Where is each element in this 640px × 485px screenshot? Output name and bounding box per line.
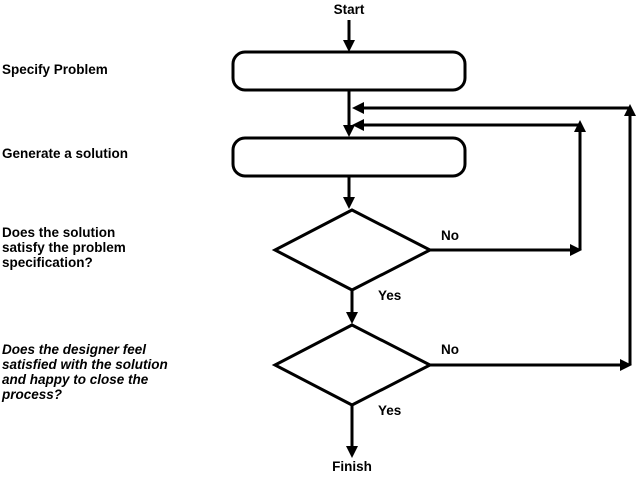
finish-label: Finish	[332, 459, 372, 474]
decision-2-line-4: process?	[1, 387, 62, 402]
decision-2-no-label: No	[441, 342, 459, 357]
arrow-specify-to-generate	[343, 90, 355, 137]
decision-1-line-1: Does the solution	[2, 225, 115, 240]
decision-2-yes-path	[346, 405, 358, 458]
decision-2-no-path	[352, 102, 636, 371]
specify-problem-box	[231, 50, 467, 92]
specify-problem-label: Specify Problem	[2, 62, 108, 77]
decision-1-line-3: specification?	[2, 255, 93, 270]
generate-solution-label: Generate a solution	[2, 146, 128, 161]
decision-1-yes-label: Yes	[378, 288, 401, 303]
decision-1-no-path	[352, 119, 586, 256]
decision-2-diamond	[271, 323, 434, 407]
decision-1-diamond	[271, 208, 434, 292]
decision-2-line-2: satisfied with the solution	[2, 357, 168, 372]
arrow-start-to-specify	[343, 20, 355, 52]
generate-solution-box	[231, 136, 467, 178]
decision-1-yes-path	[346, 290, 358, 324]
arrow-generate-to-decision-1	[343, 176, 355, 209]
decision-2-yes-label: Yes	[378, 403, 401, 418]
decision-2-line-3: and happy to close the	[2, 372, 149, 387]
start-label: Start	[334, 2, 365, 17]
decision-1-no-label: No	[441, 228, 459, 243]
decision-2-line-1: Does the designer feel	[2, 342, 146, 357]
decision-1-line-2: satisfy the problem	[2, 240, 126, 255]
